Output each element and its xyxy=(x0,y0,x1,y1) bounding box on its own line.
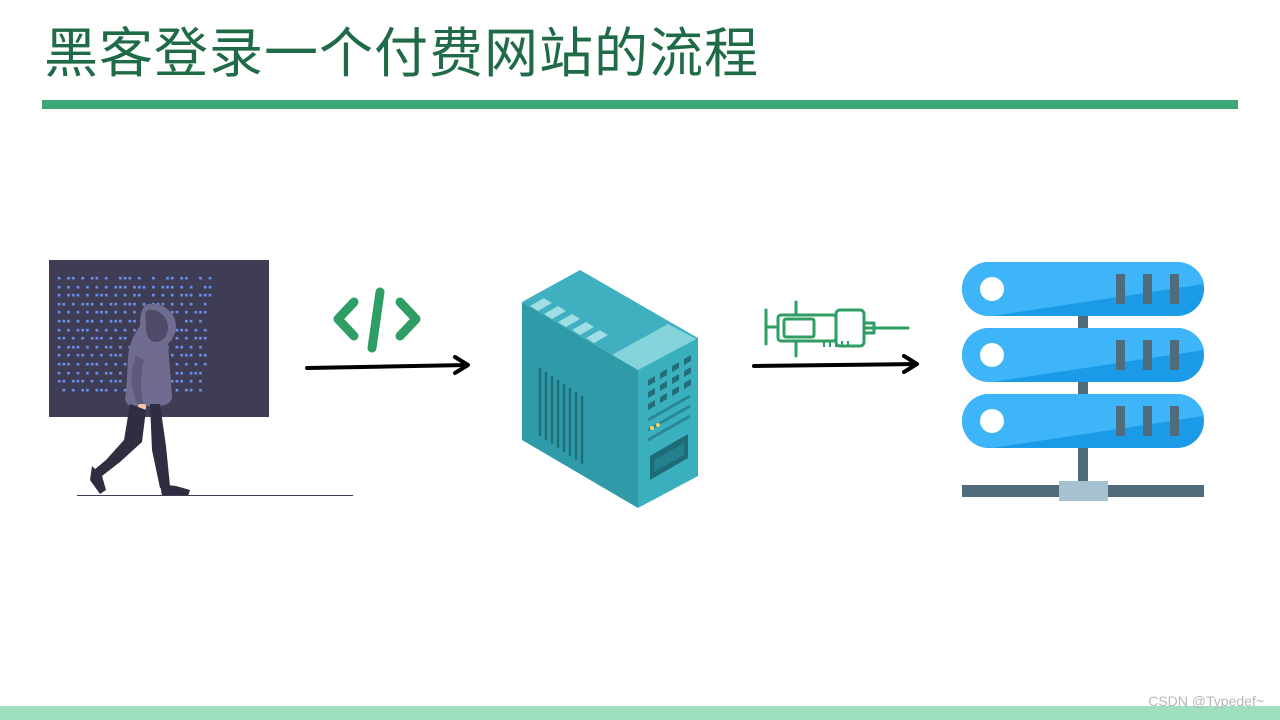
server-rack-icon xyxy=(962,262,1204,501)
code-brackets-icon xyxy=(333,287,421,353)
arrow-right-icon xyxy=(305,355,470,375)
syringe-icon xyxy=(764,300,910,358)
slide-title: 黑客登录一个付费网站的流程 xyxy=(44,22,759,85)
title-underline xyxy=(42,100,1238,109)
hacker-figure xyxy=(90,303,190,496)
watermark: CSDN @Typedef~ xyxy=(1148,693,1264,709)
bottom-bar xyxy=(0,706,1280,720)
arrow-right-icon xyxy=(752,354,919,374)
computer-tower-icon xyxy=(522,270,698,508)
ground-line xyxy=(77,495,353,496)
